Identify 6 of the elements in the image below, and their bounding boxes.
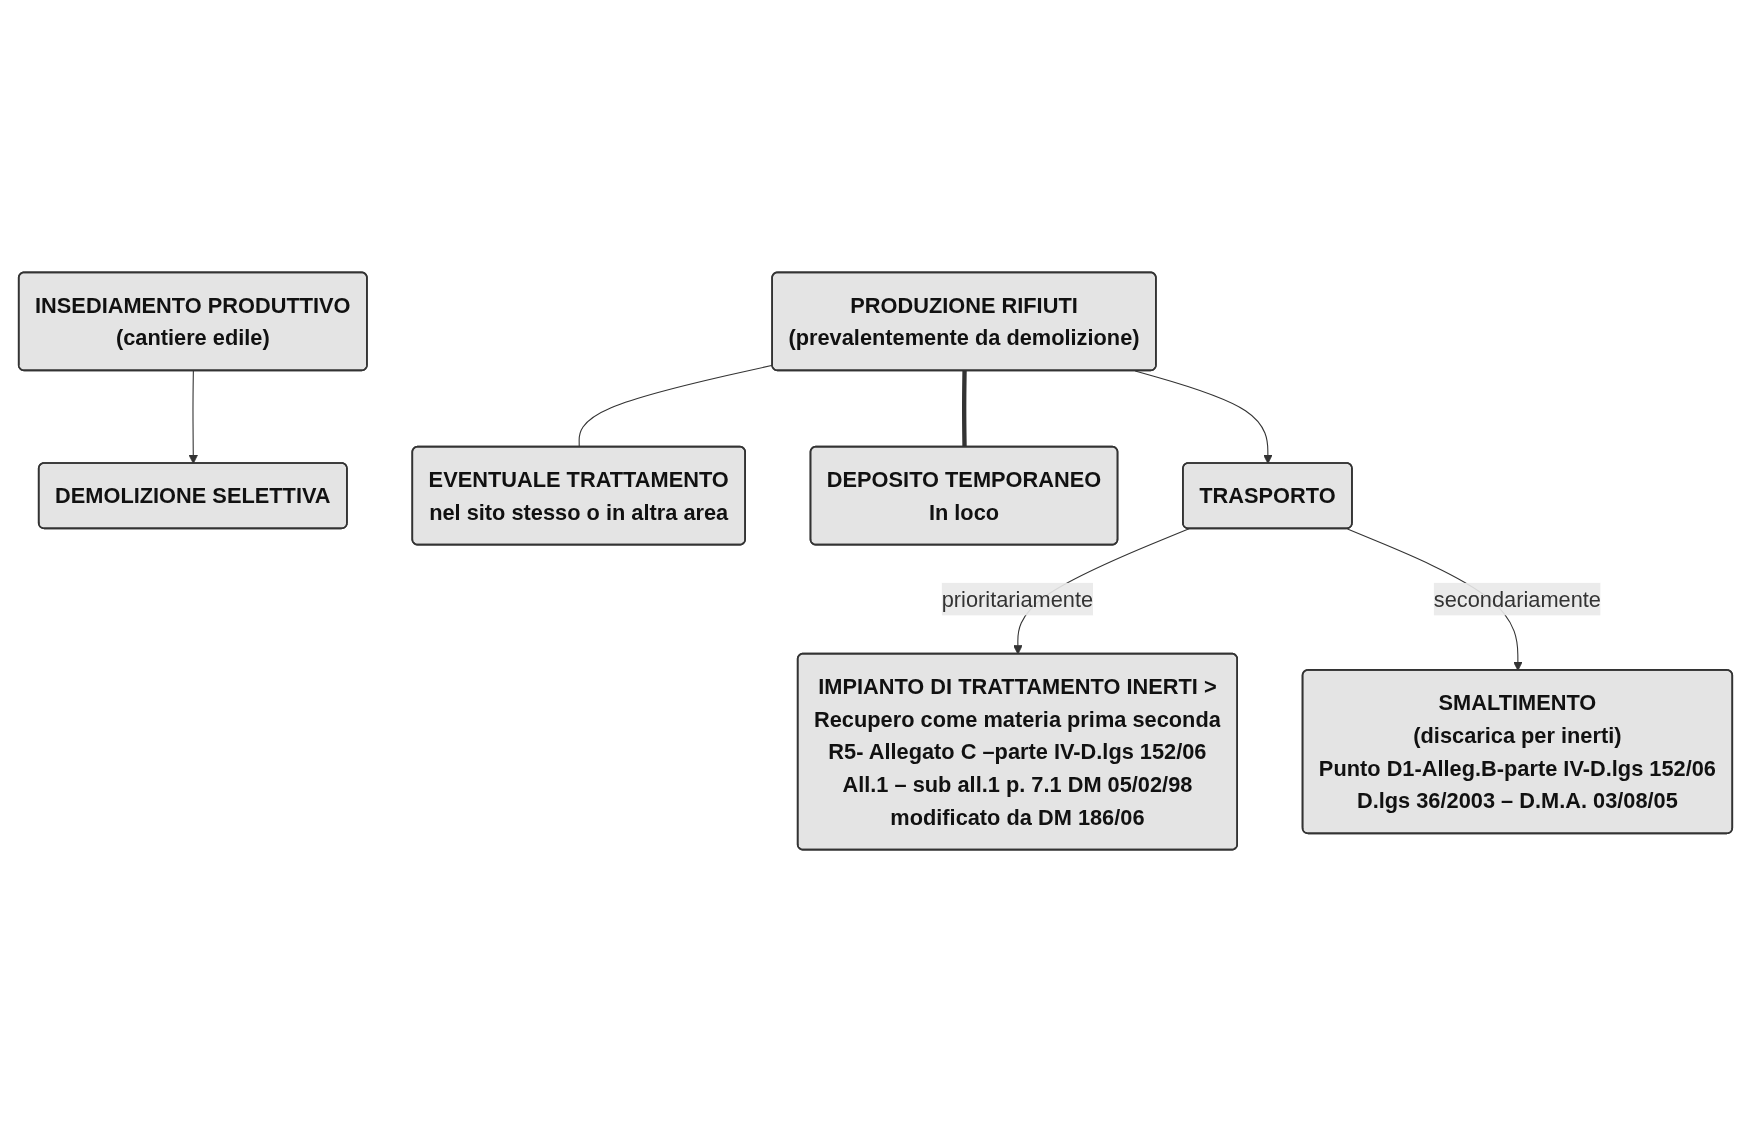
arrow (188, 370, 199, 464)
arrow (1134, 370, 1273, 464)
edge-label: prioritariamente (941, 587, 1094, 612)
connector (578, 364, 774, 448)
edge-label: secondariamente (1433, 587, 1601, 612)
connector (962, 370, 967, 448)
